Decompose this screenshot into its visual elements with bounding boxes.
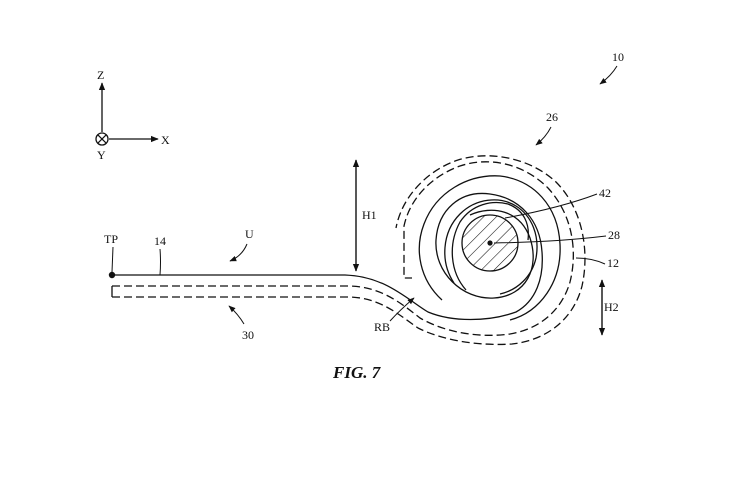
label-rb: RB xyxy=(374,320,390,334)
label-30: 30 xyxy=(242,328,254,342)
leader-rb-arrow xyxy=(389,297,415,322)
leader-42 xyxy=(504,193,598,219)
leader-28 xyxy=(493,235,607,244)
label-12: 12 xyxy=(607,256,619,270)
leader-12 xyxy=(575,257,606,265)
label-14: 14 xyxy=(154,234,166,248)
leader-30-arrow xyxy=(228,305,245,325)
figure-caption: FIG. 7 xyxy=(332,363,382,382)
leader-10-arrow xyxy=(599,65,618,85)
label-h2: H2 xyxy=(604,300,619,314)
leader-tp xyxy=(111,246,114,273)
label-28: 28 xyxy=(608,228,620,242)
leader-26-arrow xyxy=(535,126,552,146)
axis-label-z: Z xyxy=(97,68,104,82)
point-tp xyxy=(108,271,116,279)
leader-14 xyxy=(159,248,161,276)
label-u: U xyxy=(245,227,254,241)
label-10: 10 xyxy=(612,50,624,64)
y-axis-into-page-icon xyxy=(95,132,109,146)
core-center-point xyxy=(487,240,493,246)
coordinate-axes: Z X Y xyxy=(95,68,170,162)
axis-label-y: Y xyxy=(97,148,106,162)
solid-strip-14 xyxy=(112,175,561,321)
axis-label-x: X xyxy=(161,133,170,147)
label-tp: TP xyxy=(104,232,118,246)
label-42: 42 xyxy=(599,186,611,200)
label-h1: H1 xyxy=(362,208,377,222)
label-26: 26 xyxy=(546,110,558,124)
dashed-layer-30 xyxy=(111,155,586,346)
leader-u-arrow xyxy=(229,243,248,262)
